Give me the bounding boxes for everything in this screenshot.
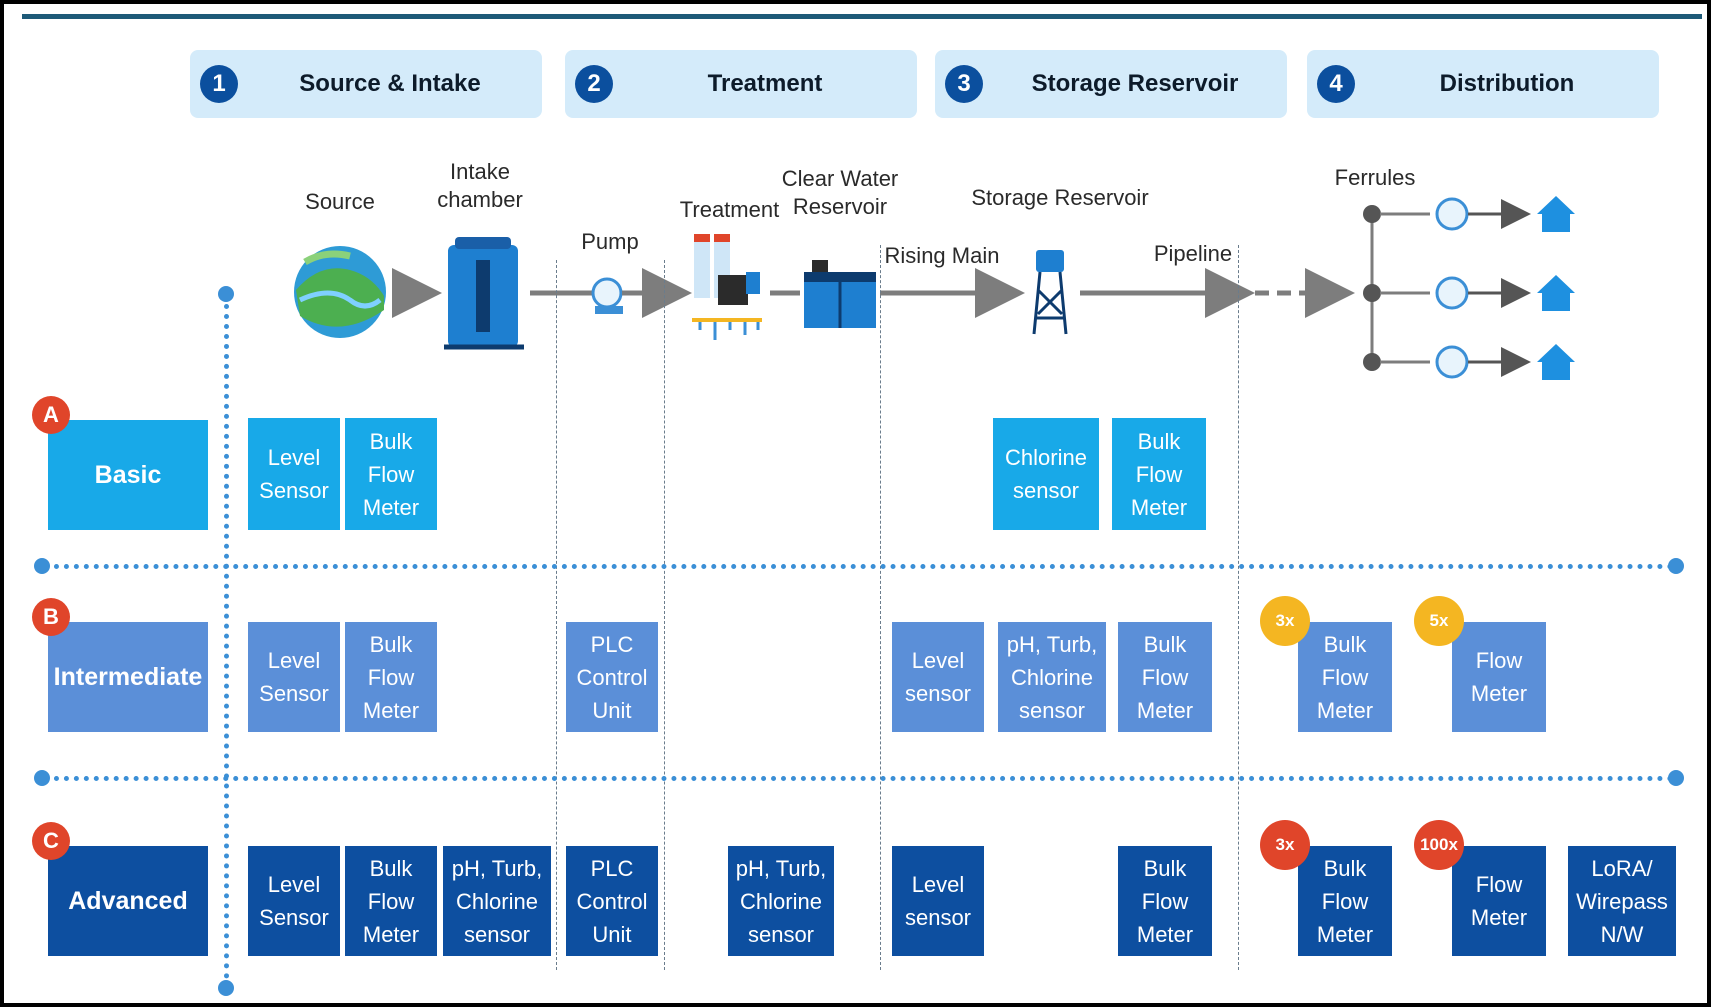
stage-treatment: 2 Treatment <box>565 50 917 118</box>
basic-bulk-flow-meter: Bulk Flow Meter <box>345 418 437 530</box>
axis-node <box>218 286 234 302</box>
stage-number: 4 <box>1317 65 1355 103</box>
tier-axis <box>224 294 229 989</box>
stage-number: 2 <box>575 65 613 103</box>
stage-divider <box>880 245 881 970</box>
stage-storage-reservoir: 3 Storage Reservoir <box>935 50 1287 118</box>
stage-title: Storage Reservoir <box>1031 70 1239 97</box>
separator-node <box>1668 770 1684 786</box>
top-rule <box>22 14 1702 19</box>
house-icon <box>1537 196 1575 380</box>
advanced-bulk-flow-meter-3: Bulk Flow Meter <box>1298 846 1392 956</box>
pump-icon <box>591 277 623 314</box>
intermediate-bulk-flow-meter-2: Bulk Flow Meter <box>1118 622 1212 732</box>
basic-chlorine-sensor: Chlorine sensor <box>993 418 1099 530</box>
advanced-lora-wirepass-network: LoRA/ Wirepass N/W <box>1568 846 1676 956</box>
source-globe-icon <box>294 246 386 338</box>
axis-node <box>218 980 234 996</box>
multiplier-badge: 3x <box>1260 820 1310 870</box>
label-intake-chamber: Intake chamber <box>437 159 523 212</box>
tier-letter-a: A <box>32 396 70 434</box>
tier-separator <box>44 564 1674 569</box>
label-rising-main: Rising Main <box>884 243 1000 268</box>
tier-basic: Basic <box>48 420 208 530</box>
label-clear-water-reservoir: Clear Water Reservoir <box>781 166 899 219</box>
stage-title: Treatment <box>707 70 823 97</box>
advanced-ph-turb-chlorine-sensor-2: pH, Turb, Chlorine sensor <box>728 846 834 956</box>
intermediate-level-sensor-2: Level sensor <box>892 622 984 732</box>
tier-advanced: Advanced <box>48 846 208 956</box>
treatment-plant-icon <box>692 234 762 340</box>
label-storage-reservoir: Storage Reservoir <box>971 185 1149 210</box>
advanced-bulk-flow-meter: Bulk Flow Meter <box>345 846 437 956</box>
multiplier-badge: 100x <box>1414 820 1464 870</box>
intake-chamber-icon <box>444 237 524 350</box>
tier-letter-b: B <box>32 598 70 636</box>
ferrule-distribution-icon <box>1363 197 1531 379</box>
intermediate-bulk-flow-meter: Bulk Flow Meter <box>345 622 437 732</box>
separator-node <box>34 558 50 574</box>
advanced-level-sensor-2: Level sensor <box>892 846 984 956</box>
stage-distribution: 4 Distribution <box>1307 50 1659 118</box>
intermediate-ph-turb-chlorine-sensor: pH, Turb, Chlorine sensor <box>998 622 1106 732</box>
tier-separator <box>44 776 1674 781</box>
intermediate-flow-meter: Flow Meter <box>1452 622 1546 732</box>
basic-level-sensor: Level Sensor <box>248 418 340 530</box>
stage-number: 1 <box>200 65 238 103</box>
clear-water-reservoir-icon <box>804 260 876 328</box>
stage-source-intake: 1 Source & Intake <box>190 50 542 118</box>
stage-number: 3 <box>945 65 983 103</box>
storage-tower-icon <box>1032 250 1068 335</box>
intermediate-bulk-flow-meter-3: Bulk Flow Meter <box>1298 622 1392 732</box>
intermediate-plc-control-unit: PLC Control Unit <box>566 622 658 732</box>
label-pipeline: Pipeline <box>1153 241 1233 266</box>
tier-letter-c: C <box>32 822 70 860</box>
stage-divider <box>664 260 665 970</box>
basic-bulk-flow-meter-2: Bulk Flow Meter <box>1112 418 1206 530</box>
intermediate-level-sensor: Level Sensor <box>248 622 340 732</box>
label-treatment: Treatment <box>679 197 780 222</box>
tier-intermediate: Intermediate <box>48 622 208 732</box>
label-ferrules: Ferrules <box>1334 165 1416 190</box>
separator-node <box>1668 558 1684 574</box>
stage-title: Source & Intake <box>299 70 481 97</box>
stage-divider <box>556 260 557 970</box>
stage-divider <box>1238 245 1239 970</box>
label-source: Source <box>305 189 375 214</box>
separator-node <box>34 770 50 786</box>
multiplier-badge: 5x <box>1414 596 1464 646</box>
advanced-level-sensor: Level Sensor <box>248 846 340 956</box>
advanced-flow-meter: Flow Meter <box>1452 846 1546 956</box>
advanced-bulk-flow-meter-2: Bulk Flow Meter <box>1118 846 1212 956</box>
advanced-ph-turb-chlorine-sensor: pH, Turb, Chlorine sensor <box>443 846 551 956</box>
stage-title: Distribution <box>1439 70 1575 97</box>
advanced-plc-control-unit: PLC Control Unit <box>566 846 658 956</box>
multiplier-badge: 3x <box>1260 596 1310 646</box>
label-pump: Pump <box>581 229 639 254</box>
